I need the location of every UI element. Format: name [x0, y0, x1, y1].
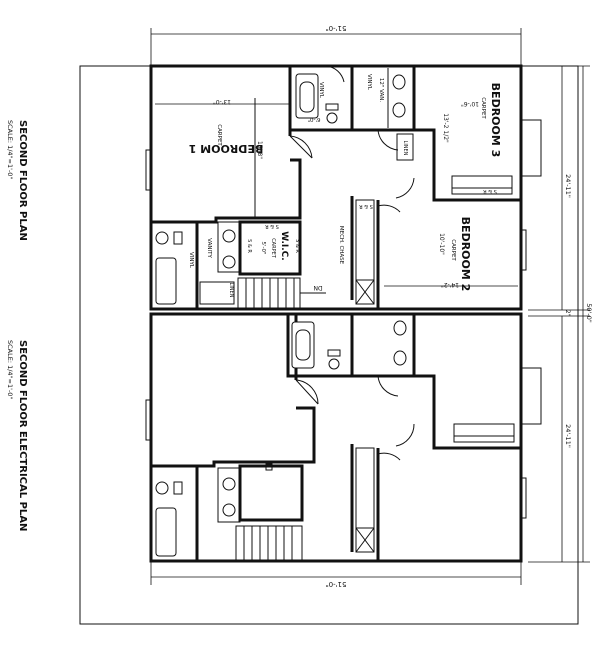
bedroom1-depth: 15'-8"	[256, 141, 263, 159]
bedroom2-depth: 10'-10"	[438, 233, 445, 255]
upper-unit-depth: 24'-11"	[564, 174, 572, 198]
linen-left-label: LINEN	[228, 283, 234, 298]
vinyl-top-label: VINYL	[318, 82, 324, 99]
lower-plan-scale: SCALE: 1/4"=1'-0"	[6, 340, 14, 399]
overall-width-top: 51'-0"	[325, 24, 346, 32]
bedroom3-width: 10'-6"	[461, 100, 479, 107]
vinyl-left-label: VINYL	[188, 252, 194, 269]
vanity-left-label: VANITY	[206, 238, 212, 258]
bedroom2-name: BEDROOM 2	[459, 217, 472, 292]
bedroom1-floor: CARPET	[216, 124, 222, 146]
bedroom3-floor: CARPET	[480, 97, 486, 119]
overall-width-bottom: 51'-0"	[325, 580, 346, 588]
stair-down-label: DN	[313, 284, 322, 291]
linen-right-label: LINEN	[402, 141, 408, 156]
bedroom1-name: BEDROOM 1	[189, 142, 264, 155]
gap-mark: 2"	[564, 310, 571, 317]
upper-labels: BEDROOM 1 CARPET 13'-0" 15'-8" BEDROOM 3…	[188, 74, 502, 298]
bedroom1-width: 13'-0"	[213, 98, 231, 105]
wic-name: W.I.C.	[279, 231, 289, 260]
vinyl-top2-label: VINYL	[366, 74, 372, 91]
bedroom2-width: 14'-2"	[441, 281, 459, 288]
top-dimension: 51'-0"	[150, 24, 522, 66]
bedroom2-floor: CARPET	[450, 239, 456, 261]
lower-plan-title: SECOND FLOOR ELECTRICAL PLAN	[17, 340, 28, 531]
shelf-rod-3: S & R	[265, 223, 279, 229]
shelf-rod-4: S & R	[246, 239, 252, 253]
mech-chase-label: MECH. CHASE	[338, 226, 344, 265]
shelf-rod-2: S & R	[359, 203, 373, 209]
shelf-rod-5: S & R	[294, 239, 300, 253]
upper-plan-scale: SCALE: 1/4"=1'-0"	[6, 120, 14, 179]
upper-plan-title: SECOND FLOOR PLAN	[17, 120, 28, 241]
lower-unit-depth: 24'-11"	[564, 424, 572, 448]
sheet-border	[79, 65, 579, 625]
wic-size: 5'-0"	[260, 241, 266, 254]
right-dimensions: 24'-11" 24'-11" 50'-0" 2"	[528, 65, 593, 563]
lower-unit	[145, 312, 542, 563]
overall-depth: 50'-0"	[585, 303, 593, 323]
wic-floor: CARPET	[270, 238, 276, 259]
side-titles: SECOND FLOOR PLAN SCALE: 1/4"=1'-0" SECO…	[6, 120, 28, 531]
shelf-rod-1: S & R	[483, 188, 497, 194]
vanity-top-label: 12" VAN.	[378, 78, 384, 103]
six-foot-label: 6'-0"	[307, 116, 320, 122]
bottom-dimension: 51'-0"	[150, 560, 522, 588]
bedroom3-name: BEDROOM 3	[489, 83, 502, 158]
upper-unit	[145, 64, 542, 311]
bedroom3-depth: 13'-2 1/2"	[442, 113, 449, 143]
